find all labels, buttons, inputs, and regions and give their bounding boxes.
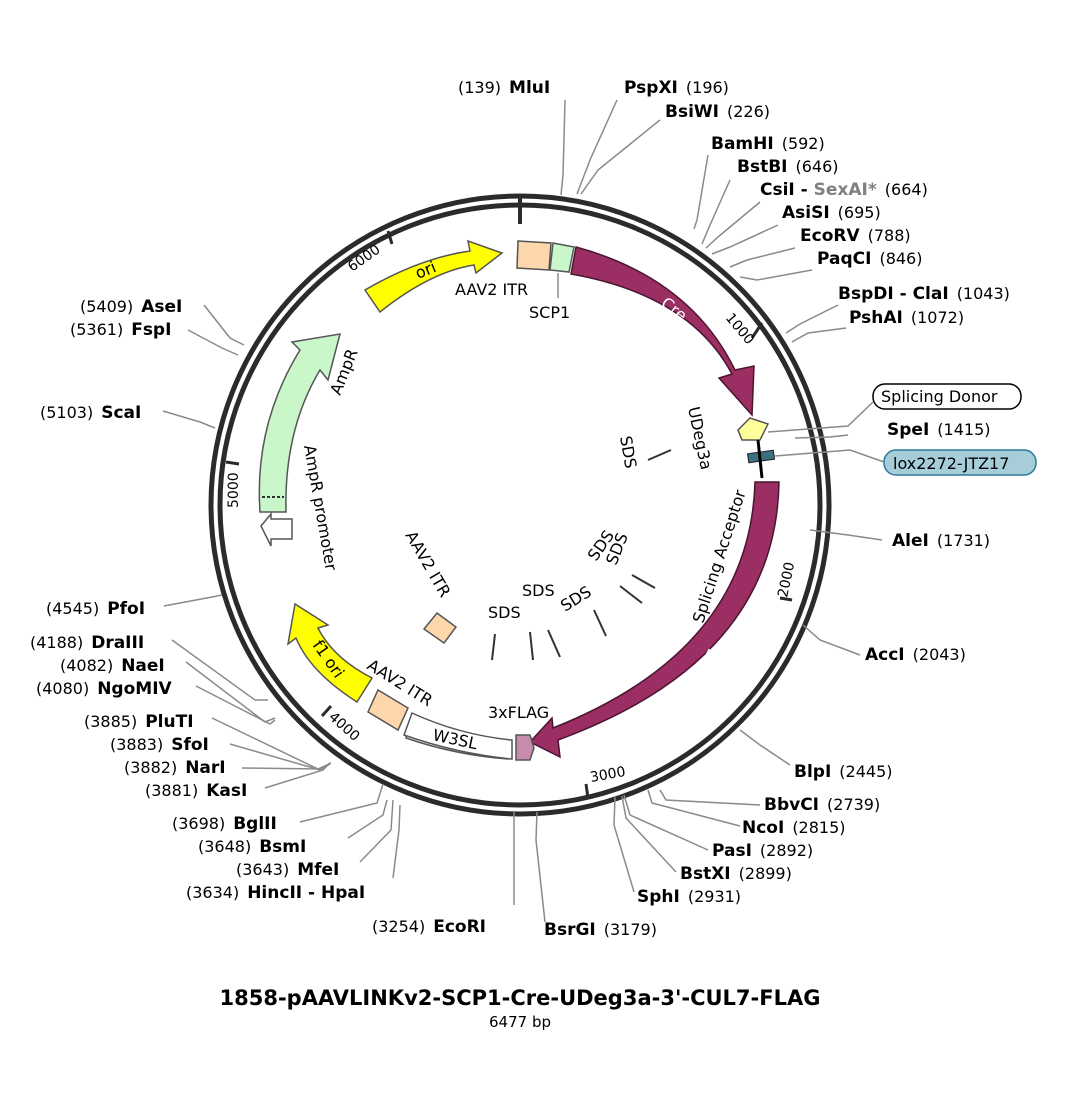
- cre-arrow: [570, 246, 755, 417]
- sds-label-1: SDS: [616, 434, 640, 469]
- splicing-donor-leader: [767, 401, 874, 433]
- site-ngomiv: (4080)NgoMIV: [36, 679, 173, 699]
- site-bsmi: (3648)BsmI: [198, 837, 306, 857]
- plasmid-title: 1858-pAAVLINKv2-SCP1-Cre-UDeg3a-3'-CUL7-…: [220, 986, 821, 1010]
- aav2-itr-inner-label: AAV2 ITR: [402, 528, 455, 601]
- tick-mark-3000: [584, 783, 590, 799]
- aav2-itr-top-box: [516, 240, 552, 271]
- sds-mark-6: [529, 631, 534, 661]
- f1-ori-arrow: [286, 602, 374, 704]
- site-bstbi: BstBI(646): [737, 157, 839, 177]
- udeg3a-connector: [756, 439, 764, 479]
- site-bspdi: BspDI - ClaI(1043): [838, 284, 1010, 304]
- splicing-donor-mark: [737, 417, 770, 441]
- site-mlui: (139)MluI: [458, 78, 550, 98]
- site-pfoi: (4545)PfoI: [46, 599, 145, 619]
- site-leaders: [162, 99, 883, 923]
- sds-mark-5: [547, 629, 561, 658]
- splicing-donor-callout-label: Splicing Donor: [881, 387, 998, 406]
- site-acci: AccI(2043): [865, 645, 966, 665]
- site-bsiwi: BsiWI(226): [665, 102, 770, 122]
- site-pasi: PasI(2892): [712, 841, 813, 861]
- sds-mark-3: [619, 585, 643, 604]
- sds-label-6: SDS: [488, 603, 521, 622]
- lox-callout-box: [883, 449, 1037, 476]
- site-pspxi: PspXI(196): [624, 78, 729, 98]
- site-pluti: (3885)PluTI: [84, 712, 194, 732]
- site-sphi: SphI(2931): [637, 887, 741, 907]
- sds-mark-7: [491, 633, 496, 661]
- lox-leader: [774, 449, 885, 463]
- ori-arrow: [363, 239, 504, 314]
- scp1-label: SCP1: [529, 303, 570, 322]
- site-blpi: BlpI(2445): [794, 762, 892, 782]
- site-bsrgi: BsrGI(3179): [544, 920, 657, 940]
- site-labels: (139)MluI PspXI(196) BsiWI(226) BamHI(59…: [30, 78, 1010, 940]
- aav2-itr-bottom-box: [367, 688, 409, 732]
- site-scai: (5103)ScaI: [40, 403, 141, 423]
- tick-mark-6000: [386, 230, 394, 245]
- site-bamhi: BamHI(592): [711, 134, 825, 154]
- aav2-itr-top-label: AAV2 ITR: [455, 280, 528, 299]
- site-hincii: (3634)HincII - HpaI: [186, 883, 365, 903]
- sds-label-5: SDS: [522, 581, 555, 600]
- tick-mark-4000: [320, 704, 333, 718]
- site-pshai: PshAI(1072): [849, 308, 964, 328]
- flag-tag-box: [515, 734, 535, 761]
- site-sfoi: (3883)SfoI: [110, 735, 209, 755]
- ampr-promoter-label: AmpR promoter: [300, 443, 341, 572]
- site-spei: SpeI(1415): [887, 420, 990, 440]
- flag-label: 3xFLAG: [488, 703, 549, 722]
- tick-label-3000: 3000: [589, 764, 627, 786]
- tick-mark-5000: [225, 460, 240, 466]
- site-paqci: PaqCI(846): [817, 249, 922, 269]
- tick-mark-2000: [779, 596, 793, 602]
- tick-marks: [225, 230, 793, 799]
- site-kasi: (3881)KasI: [145, 781, 247, 801]
- udeg3a-label: UDeg3a: [684, 405, 716, 472]
- ampr-arrow: [258, 333, 342, 513]
- sds-label-4: SDS: [557, 582, 595, 615]
- site-bglii: (3698)BglII: [172, 814, 277, 834]
- w3sl-box: [403, 711, 513, 760]
- sds-mark-2: [631, 574, 656, 589]
- site-fspi: (5361)FspI: [70, 320, 171, 340]
- tick-mark-1000: [750, 322, 764, 339]
- site-ncoi: NcoI(2815): [742, 818, 846, 838]
- ampr-promoter-arrow: [260, 511, 293, 547]
- scp1-box: [549, 242, 575, 273]
- sds-mark-1: [647, 449, 672, 461]
- backbone-outer-strand: [208, 193, 832, 817]
- cul7-arrow: [528, 481, 780, 759]
- sds-mark-4: [593, 609, 607, 637]
- site-mfei: (3643)MfeI: [236, 860, 339, 880]
- site-bbvci: BbvCI(2739): [764, 795, 880, 815]
- site-nari: (3882)NarI: [124, 758, 226, 778]
- aav2-itr-inner-box: [422, 611, 458, 645]
- site-alei: AleI(1731): [892, 531, 990, 551]
- splicing-donor-callout-box: [872, 383, 1022, 410]
- lox-callout-label: lox2272-JTZ17: [893, 454, 1009, 473]
- plasmid-size: 6477 bp: [489, 1013, 551, 1031]
- site-asei: (5409)AseI: [80, 297, 182, 317]
- site-ecori: (3254)EcoRI: [372, 917, 486, 937]
- site-bstxi: BstXI(2899): [680, 864, 792, 884]
- tick-label-2000: 2000: [775, 561, 798, 599]
- site-asisi: AsiSI(695): [782, 203, 881, 223]
- site-draiii: (4188)DraIII: [30, 633, 144, 653]
- site-ecorv: EcoRV(788): [800, 226, 911, 246]
- site-csii: CsiI - SexAI*(664): [760, 180, 928, 200]
- tick-label-5000: 5000: [226, 472, 242, 508]
- site-naei: (4082)NaeI: [60, 656, 165, 676]
